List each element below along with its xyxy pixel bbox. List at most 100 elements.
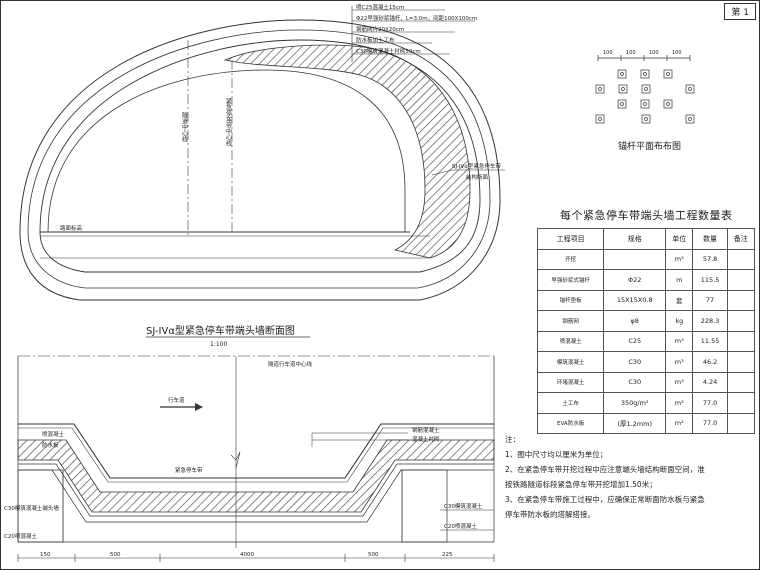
label-right-2: 结构断面	[466, 173, 489, 181]
plan-direction-label: 行车道	[168, 396, 185, 404]
col-header: 数量	[692, 228, 728, 250]
label-road: 路面标高	[60, 224, 83, 232]
table-cell: 套	[665, 289, 694, 311]
anchor-grid	[595, 55, 695, 124]
table-cell	[726, 310, 756, 332]
table-cell: C30	[603, 371, 667, 393]
callout-4: 防水板加土工布	[356, 36, 395, 44]
clearance-line	[47, 69, 406, 233]
notes: 注： 1、图中尺寸均以厘米为单位； 2、在紧急停车带开挖过程中应注意端头墙结构断…	[505, 432, 725, 522]
col-header: 备注	[726, 228, 756, 250]
table-cell	[726, 412, 756, 434]
plan-view	[17, 355, 495, 562]
callout-leaders	[351, 6, 505, 176]
lining-hatch	[223, 44, 471, 259]
anchor-title: 锚杆平面布布图	[618, 142, 682, 152]
table-cell: 77	[692, 289, 728, 311]
table-cell: (厚1.2mm)	[603, 412, 667, 434]
table-cell: 350g/m²	[603, 392, 667, 414]
plan-c30-label-1: C30模筑混凝土端头墙	[4, 504, 59, 512]
table-cell: 模筑混凝土	[536, 351, 605, 373]
plan-bay-label: 紧急停车带	[175, 466, 203, 474]
plan-center-label: 隧道行车道中心线	[268, 360, 313, 368]
tunnel-section	[19, 6, 505, 301]
table-cell: 77.0	[692, 392, 728, 414]
label-tunnel-center: 隧道中心线	[181, 111, 188, 142]
note-line: 3、在紧急停车带施工过程中，应确保正常断面防水板与紧急	[505, 495, 705, 504]
dim-500-right: 500	[368, 552, 379, 558]
dim-500-left: 500	[110, 552, 121, 558]
note-line: 按铁路隧道标段紧急停车带开挖增加1.50米；	[505, 480, 657, 489]
plan-label-left-2: 防水板	[42, 441, 59, 449]
anchor-dim-2: 100	[626, 50, 636, 56]
callout-3: 钢筋网片20X20cm	[356, 25, 404, 33]
table-cell: 早强砂浆式锚杆	[536, 269, 605, 291]
table-cell	[726, 392, 756, 414]
table-cell	[726, 289, 756, 311]
plan-lining-band	[17, 439, 495, 513]
table-cell: m³	[665, 371, 694, 393]
anchor-dim-1: 100	[603, 50, 613, 56]
dim-4000: 4000	[240, 552, 254, 558]
plan-label-left-1: 喷混凝土	[42, 430, 65, 438]
table-cell: 4.24	[692, 371, 728, 393]
table-cell: m³	[665, 330, 694, 352]
table-cell: 开挖	[536, 248, 605, 270]
table-cell: 46.2	[692, 351, 728, 373]
table-cell	[726, 269, 756, 291]
table-cell: 钢筋网	[536, 310, 605, 332]
tunnel-outer-line	[19, 19, 501, 301]
col-header: 规格	[603, 228, 667, 250]
col-header: 单位	[665, 228, 694, 250]
anchor-dim-4: 100	[672, 50, 682, 56]
dim-150: 150	[40, 552, 51, 558]
table-cell: 228.3	[692, 310, 728, 332]
col-header: 工程项目	[536, 228, 605, 250]
table-cell: φ8	[603, 310, 667, 332]
table-cell: m³	[665, 351, 694, 373]
note-line: 1、图中尺寸均以厘米为单位；	[505, 450, 608, 459]
plan-wall-top	[18, 423, 494, 479]
label-bay-center: 紧急停车带中心线	[225, 97, 232, 146]
anchor-dim-3: 100	[649, 50, 659, 56]
table-header-row: 工程项目 规格 单位 数量 备注	[536, 228, 756, 250]
plan-c30-label-2: C30模筑混凝土	[444, 502, 483, 510]
notes-heading: 注：	[505, 435, 520, 444]
dim-225: 225	[442, 552, 453, 558]
table-cell: m³	[665, 248, 694, 270]
quantity-table-title: 每个紧急停车带端头墙工程数量表	[560, 209, 733, 222]
callout-1: 喷C25混凝土15cm	[356, 3, 404, 11]
plan-c20-label-2: C20喷混凝土	[444, 522, 477, 530]
tunnel-inner-line	[39, 39, 481, 273]
table-cell: Φ22	[603, 269, 667, 291]
table-cell: m²	[665, 412, 694, 434]
note-line: 2、在紧急停车带开挖过程中应注意端头墙结构断面空间，准	[505, 465, 705, 474]
table-cell: 77.0	[692, 412, 728, 434]
table-cell	[726, 248, 756, 270]
table-cell	[603, 248, 667, 270]
table-cell: C30	[603, 351, 667, 373]
table-cell: 57.8	[692, 248, 728, 270]
table-cell: 环堵混凝土	[536, 371, 605, 393]
table-cell: m²	[665, 392, 694, 414]
section-title: SJ-IVα型紧急停车带端头墙断面图	[146, 324, 295, 337]
callout-2: Φ22早强砂浆锚杆，L=3.0m，间距100X100cm	[356, 14, 477, 22]
table-cell	[726, 371, 756, 393]
sheet-number: 第 1	[724, 3, 756, 20]
table-cell	[726, 330, 756, 352]
table-cell: EVA防水板	[536, 412, 605, 434]
table-cell	[726, 351, 756, 373]
table-cell: 115.5	[692, 269, 728, 291]
plan-c20-label-1: C20喷混凝土	[4, 532, 37, 540]
